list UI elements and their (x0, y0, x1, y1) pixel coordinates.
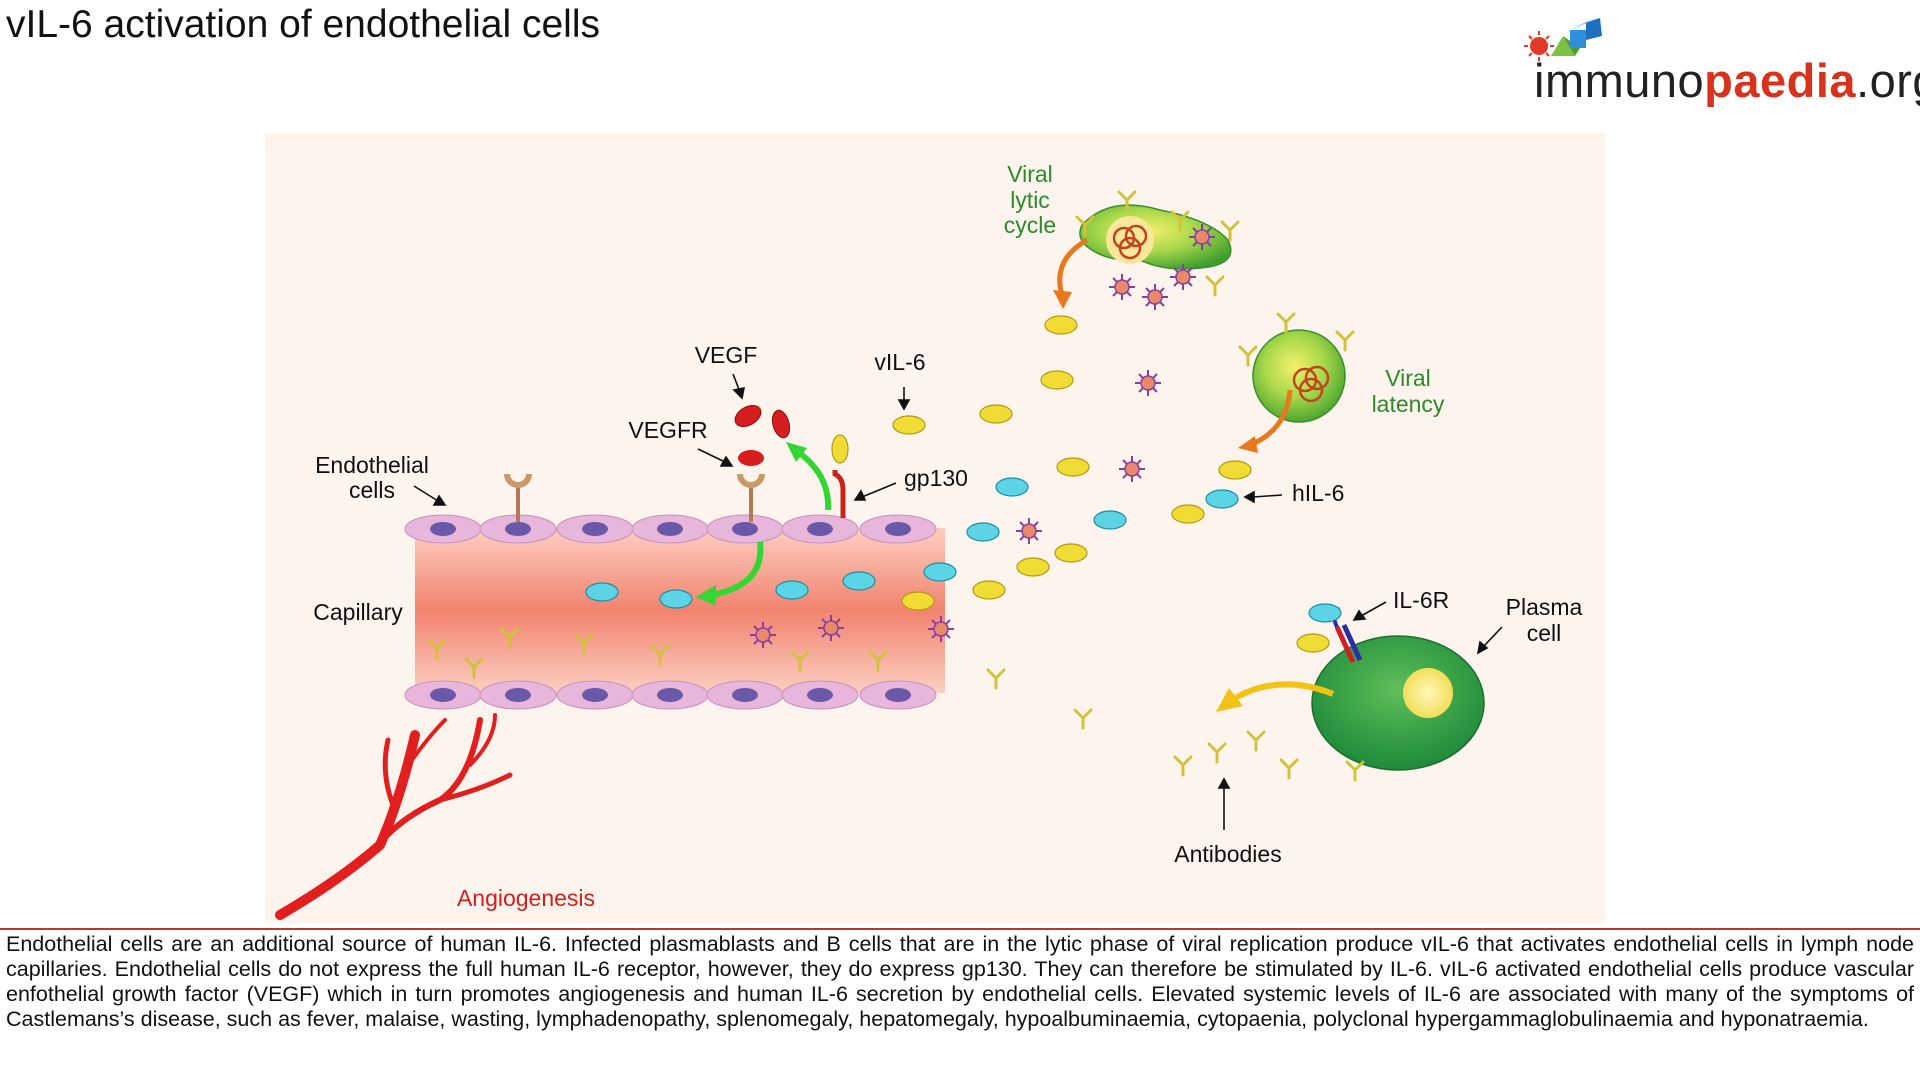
caption-text: Endothelial cells are an additional sour… (6, 932, 1914, 1031)
label-viral-latency-2: latency (1372, 391, 1445, 417)
infected-cell-lytic (1075, 190, 1240, 311)
label-viral-lytic-1: Viral (1007, 161, 1053, 187)
label-endothelial-1: Endothelial (315, 452, 429, 478)
label-viral-lytic-2: lytic (1010, 187, 1050, 213)
pointer-lines (413, 373, 1503, 830)
label-plasma-1: Plasma (1506, 594, 1583, 620)
label-hil6: hIL-6 (1292, 480, 1344, 506)
label-viral-latency-1: Viral (1385, 365, 1431, 391)
diagram: Viral lytic cycle Viral latency VEGF vIL… (265, 133, 1605, 923)
logo-part-1: immuno (1534, 54, 1705, 107)
angiogenesis-vessels (275, 713, 513, 920)
vegf-molecules (734, 405, 791, 439)
infected-cell-latency (1238, 312, 1355, 423)
capillary (404, 514, 945, 710)
logo-text: immunopaedia.org (1534, 56, 1920, 106)
vegfr-left-icon (504, 473, 532, 522)
label-plasma-2: cell (1527, 620, 1562, 646)
page-title: vIL-6 activation of endothelial cells (6, 3, 601, 46)
label-capillary: Capillary (313, 599, 403, 625)
label-angiogenesis: Angiogenesis (457, 885, 595, 911)
logo-part-2: paedia (1704, 54, 1857, 107)
orange-arrows (1053, 237, 1293, 453)
label-viral-lytic-3: cycle (1004, 212, 1056, 238)
logo: immunopaedia.org (1510, 8, 1920, 106)
antibody-secretion (1173, 681, 1335, 780)
label-vegfr: VEGFR (628, 417, 707, 443)
label-gp130: gp130 (904, 465, 968, 491)
label-il6r: IL-6R (1393, 587, 1449, 613)
green-arrows (696, 442, 832, 606)
logo-part-3: .org (1856, 54, 1920, 107)
gp130-icon (831, 434, 849, 518)
label-endothelial-2: cells (349, 477, 395, 503)
label-vil6: vIL-6 (874, 349, 925, 375)
label-vegf: VEGF (695, 342, 758, 368)
label-antibodies: Antibodies (1174, 841, 1281, 867)
logo-cubes-icon (1524, 18, 1602, 61)
vegfr-right-icon (737, 450, 765, 522)
plasma-cell (1296, 603, 1485, 782)
receptors (504, 434, 849, 522)
caption-divider (0, 928, 1920, 930)
